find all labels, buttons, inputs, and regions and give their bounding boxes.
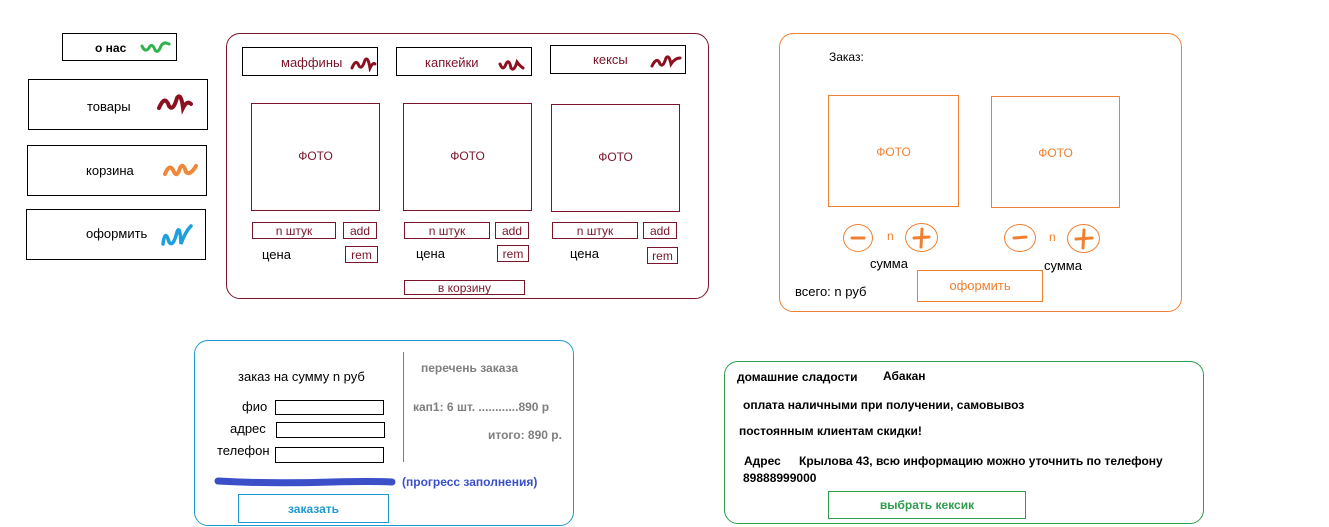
- product-photo: ФОТО: [403, 103, 532, 211]
- address-info-label: Адрес: [744, 454, 781, 468]
- shop-city: Абакан: [883, 369, 926, 383]
- qty-field[interactable]: n штук: [552, 222, 638, 239]
- nav-checkout-label: оформить: [86, 226, 148, 241]
- add-button[interactable]: add: [343, 222, 377, 239]
- photo-label: ФОТО: [1038, 146, 1073, 160]
- order-list-total: итого: 890 р.: [488, 428, 562, 442]
- address-field[interactable]: [276, 422, 385, 438]
- catalog-panel: [226, 33, 709, 299]
- order-list-title: перечень заказа: [421, 361, 519, 375]
- phone-label: телефон: [217, 443, 270, 458]
- add-button[interactable]: add: [495, 222, 529, 239]
- remove-button[interactable]: rem: [497, 245, 529, 262]
- tab-cupcakes[interactable]: капкейки: [396, 47, 532, 76]
- address-label: адрес: [230, 421, 266, 436]
- order-checkout-button[interactable]: оформить: [917, 270, 1043, 302]
- photo-label: ФОТО: [876, 145, 911, 159]
- maroon-scribble-icon: [498, 58, 525, 71]
- add-button[interactable]: add: [643, 222, 677, 239]
- nav-about-button[interactable]: о нас: [62, 33, 177, 61]
- nav-cart-button[interactable]: корзина: [27, 145, 207, 196]
- remove-button[interactable]: rem: [345, 246, 378, 263]
- plus-button[interactable]: [905, 223, 938, 252]
- nav-checkout-button[interactable]: оформить: [26, 209, 206, 260]
- maroon-scribble-icon: [350, 57, 377, 72]
- tab-muffins-label: маффины: [281, 55, 343, 70]
- checkout-form-panel: [194, 340, 574, 526]
- tab-cakes-label: кексы: [593, 52, 628, 67]
- nav-cart-label: корзина: [86, 163, 134, 178]
- maroon-scribble-icon: [650, 55, 682, 68]
- minus-icon: [1012, 235, 1028, 240]
- order-list-item: кап1: 6 шт. ............890 р: [413, 400, 550, 414]
- tab-muffins[interactable]: маффины: [242, 47, 378, 76]
- minus-button[interactable]: [1004, 224, 1036, 252]
- qty-value: n: [1049, 230, 1056, 244]
- info-panel: [724, 361, 1204, 524]
- photo-label: ФОТО: [298, 149, 333, 163]
- plus-icon: [1074, 228, 1094, 250]
- order-title: Заказ:: [829, 50, 864, 64]
- nav-products-button[interactable]: товары: [28, 79, 208, 130]
- sum-label: сумма: [1044, 258, 1082, 273]
- progress-label: (прогресс заполнения): [402, 475, 538, 489]
- sum-label: сумма: [870, 256, 908, 271]
- plus-icon: [912, 227, 931, 249]
- orange-scribble-icon: [163, 163, 198, 177]
- tab-cakes[interactable]: кексы: [550, 45, 686, 74]
- order-total: всего: n руб: [795, 284, 867, 299]
- photo-label: ФОТО: [598, 150, 633, 164]
- progress-bar: [214, 477, 396, 487]
- to-cart-button[interactable]: в корзину: [404, 280, 525, 295]
- address-info-text: Крылова 43, всю информацию можно уточнит…: [799, 454, 1163, 468]
- choose-cake-button[interactable]: выбрать кексик: [828, 491, 1026, 519]
- minus-icon: [850, 236, 866, 240]
- order-panel: [779, 33, 1182, 312]
- maroon-scribble-icon: [157, 94, 193, 115]
- price-label: цена: [570, 246, 599, 261]
- product-photo: ФОТО: [251, 103, 380, 211]
- plus-button[interactable]: [1067, 224, 1100, 253]
- remove-button[interactable]: rem: [647, 247, 678, 264]
- qty-field[interactable]: n штук: [252, 222, 336, 239]
- minus-button[interactable]: [843, 224, 873, 252]
- order-photo: ФОТО: [991, 96, 1120, 208]
- green-scribble-icon: [140, 41, 171, 53]
- price-label: цена: [416, 246, 445, 261]
- qty-value: n: [887, 229, 894, 243]
- payment-info: оплата наличными при получении, самовыво…: [743, 398, 1025, 412]
- nav-about-label: о нас: [95, 41, 127, 55]
- qty-field[interactable]: n штук: [404, 222, 490, 239]
- form-divider: [403, 352, 404, 462]
- order-summary-text: заказ на сумму n руб: [238, 369, 365, 384]
- submit-order-button[interactable]: заказать: [238, 494, 389, 523]
- fio-field[interactable]: [275, 400, 384, 415]
- phone-field[interactable]: [275, 447, 384, 463]
- tab-cupcakes-label: капкейки: [425, 55, 479, 70]
- fio-label: фио: [242, 399, 268, 414]
- product-photo: ФОТО: [551, 104, 680, 212]
- discount-info: постоянным клиентам скидки!: [739, 424, 922, 438]
- price-label: цена: [262, 247, 291, 262]
- photo-label: ФОТО: [450, 149, 485, 163]
- order-photo: ФОТО: [828, 95, 959, 207]
- shop-name: домашние сладости: [737, 370, 858, 384]
- blue-scribble-icon: [161, 224, 193, 246]
- phone-number: 89888999000: [743, 471, 817, 485]
- nav-products-label: товары: [87, 99, 131, 114]
